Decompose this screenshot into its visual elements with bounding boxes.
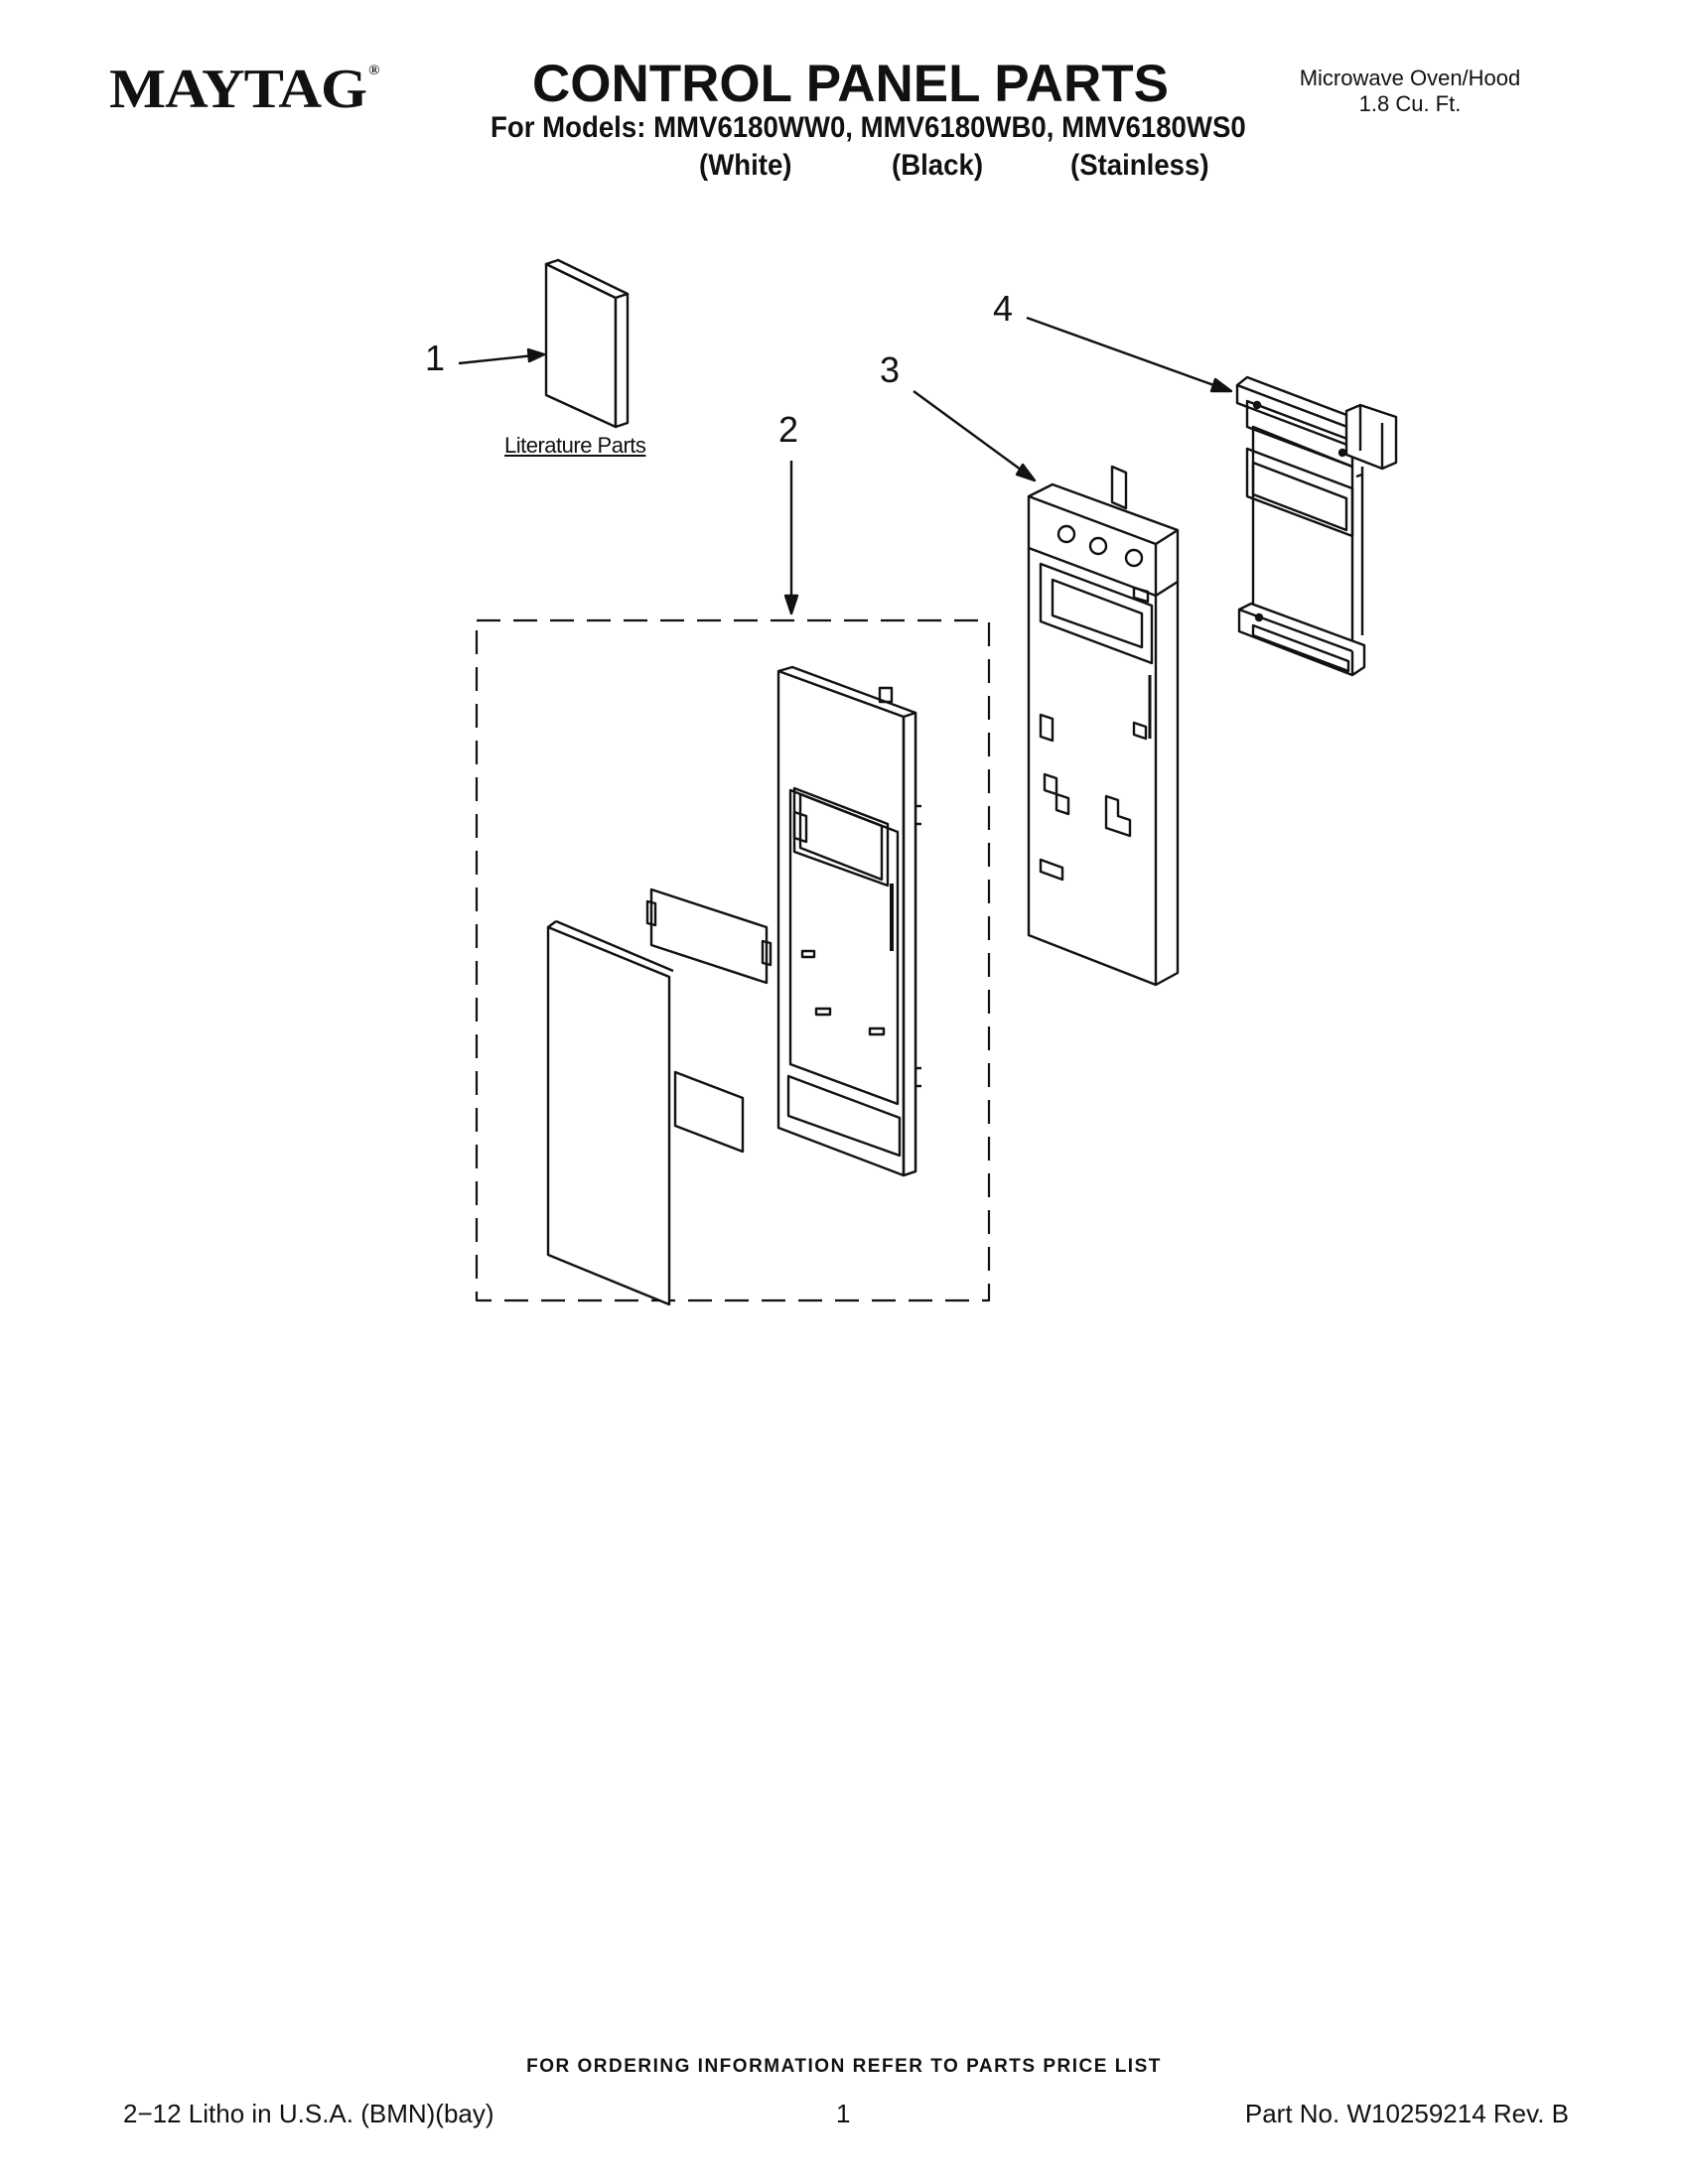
leader-line-3 bbox=[913, 390, 1037, 482]
litho-info: 2−12 Litho in U.S.A. (BMN)(bay) bbox=[123, 2099, 494, 2128]
callout-2: 2 bbox=[778, 409, 799, 450]
part-number: Part No. W10259214 Rev. B bbox=[1244, 2099, 1569, 2128]
control-overlay bbox=[546, 919, 674, 1306]
product-size: 1.8 Cu. Ft. bbox=[1358, 91, 1462, 116]
membrane-plate bbox=[673, 1070, 745, 1154]
product-type: Microwave Oven/Hood bbox=[1299, 66, 1521, 90]
page-title: CONTROL PANEL PARTS bbox=[532, 55, 1169, 113]
color-white: (White) bbox=[699, 149, 792, 182]
display-window-insert bbox=[645, 887, 773, 985]
ordering-info: FOR ORDERING INFORMATION REFER TO PARTS … bbox=[526, 2056, 1162, 2077]
literature-parts-label: Literature Parts bbox=[504, 433, 646, 458]
leader-line-2 bbox=[783, 461, 799, 615]
leader-line-4 bbox=[1026, 316, 1233, 393]
models-line: For Models: MMV6180WW0, MMV6180WB0, MMV6… bbox=[491, 111, 1246, 144]
product-description: Microwave Oven/Hood 1.8 Cu. Ft. bbox=[1261, 66, 1559, 117]
page-number: 1 bbox=[836, 2099, 851, 2128]
control-panel-front bbox=[776, 665, 921, 1177]
callout-4: 4 bbox=[993, 288, 1014, 329]
brand-name: MAYTAG bbox=[109, 59, 367, 120]
control-housing bbox=[1027, 465, 1180, 987]
color-black: (Black) bbox=[892, 149, 984, 182]
electronic-control-board bbox=[1235, 375, 1398, 677]
color-stainless: (Stainless) bbox=[1070, 149, 1209, 182]
leader-line-1 bbox=[458, 347, 546, 365]
literature-booklet bbox=[544, 258, 630, 429]
callout-3: 3 bbox=[880, 349, 901, 390]
maytag-logo: MAYTAG® bbox=[109, 58, 380, 121]
registered-mark: ® bbox=[368, 64, 379, 78]
callout-1: 1 bbox=[425, 338, 446, 378]
assembly-boundary bbox=[475, 618, 991, 1302]
